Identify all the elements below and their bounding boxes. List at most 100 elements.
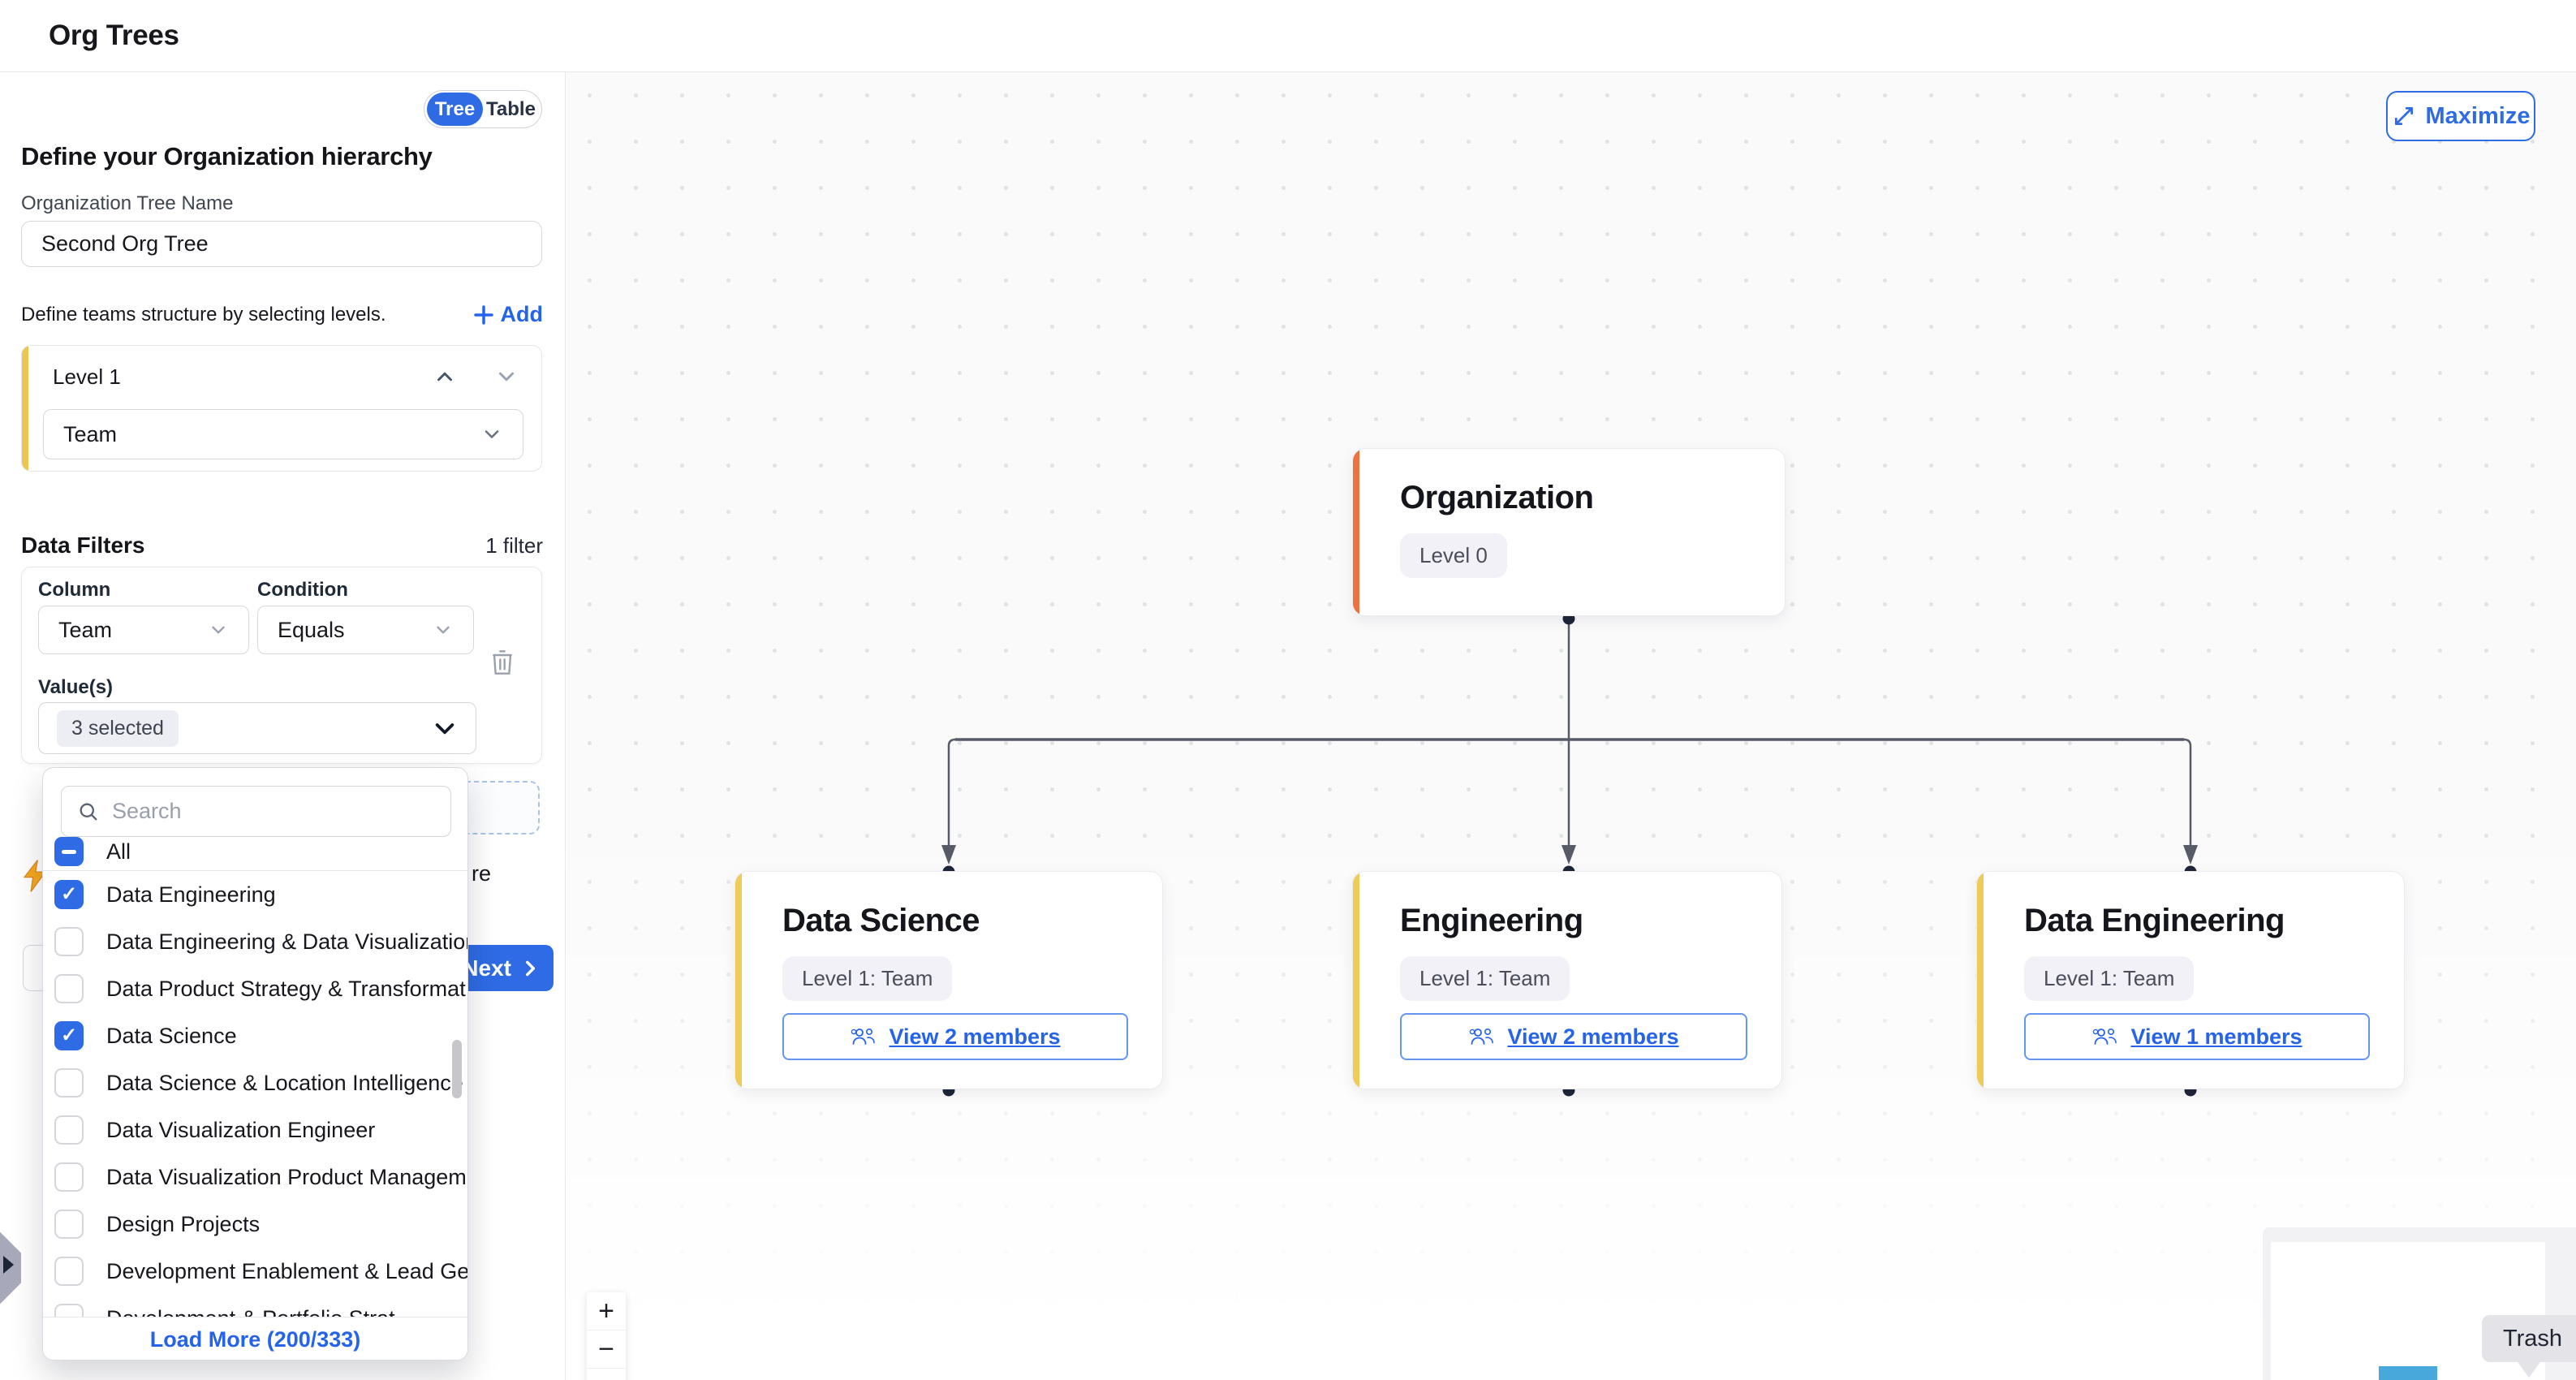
toggle-table[interactable]: Table	[486, 97, 536, 120]
checkbox-icon[interactable]	[54, 974, 84, 1003]
chevron-right-icon	[526, 960, 536, 976]
trash-icon	[493, 650, 512, 675]
view-members-button[interactable]: View 2 members	[782, 1013, 1128, 1060]
level-accent-bar	[22, 346, 28, 471]
values-label: Value(s)	[38, 676, 114, 698]
page-header: Org Trees	[0, 0, 2576, 72]
tree-canvas[interactable]: Maximize	[566, 72, 2576, 1380]
minimap-root-node	[2379, 1366, 2437, 1380]
level-type-value: Team	[63, 421, 118, 446]
scrollbar-thumb[interactable]	[452, 1040, 462, 1098]
data-filters-header: Data Filters 1 filter	[21, 533, 543, 558]
view-toggle[interactable]: Tree Table	[424, 90, 542, 128]
checkbox-icon[interactable]	[54, 1115, 84, 1145]
checkbox-icon[interactable]	[54, 1304, 84, 1317]
page-title: Org Trees	[49, 19, 179, 51]
maximize-icon	[2394, 106, 2413, 126]
option-row[interactable]: Data Product Strategy & Transformat...	[43, 965, 467, 1012]
filter-card: Column Condition Team Equals Value(s) 3 …	[21, 567, 542, 764]
lightning-icon	[21, 859, 49, 897]
node-level-badge: Level 1: Team	[782, 956, 953, 1001]
filter-count: 1 filter	[485, 533, 543, 558]
node-accent-bar	[1353, 872, 1359, 1089]
maximize-button[interactable]: Maximize	[2386, 91, 2535, 141]
column-select[interactable]: Team	[38, 606, 249, 654]
chevron-down-icon	[485, 430, 499, 438]
option-row[interactable]: Design Projects	[43, 1201, 467, 1248]
checkbox-icon[interactable]	[54, 1210, 84, 1239]
node-title: Organization	[1400, 480, 1594, 515]
chevron-up-icon[interactable]	[433, 364, 457, 389]
node-accent-bar	[1353, 449, 1359, 615]
checkbox-indeterminate-icon[interactable]	[54, 837, 84, 866]
search-input[interactable]	[61, 786, 451, 837]
option-row[interactable]: Development Enablement & Lead Ge...	[43, 1248, 467, 1295]
option-row[interactable]: Data Visualization Product Managem...	[43, 1154, 467, 1201]
node-level-badge: Level 1: Team	[2024, 956, 2195, 1001]
level-type-select[interactable]: Team	[43, 409, 523, 459]
data-filters-title: Data Filters	[21, 533, 145, 558]
members-icon	[2093, 1029, 2117, 1045]
condition-select[interactable]: Equals	[257, 606, 474, 654]
view-members-button[interactable]: View 1 members	[2024, 1013, 2370, 1060]
members-link[interactable]: View 2 members	[1507, 1024, 1679, 1049]
node-accent-bar	[735, 872, 742, 1089]
checkbox-icon[interactable]	[54, 1257, 84, 1286]
view-members-button[interactable]: View 2 members	[1400, 1013, 1747, 1060]
levels-hint-row: Define teams structure by selecting leve…	[21, 302, 543, 327]
node-title: Engineering	[1400, 903, 1583, 938]
levels-hint: Define teams structure by selecting leve…	[21, 303, 386, 326]
checkbox-icon[interactable]	[54, 927, 84, 956]
option-row[interactable]: Data Science & Location Intelligence	[43, 1059, 467, 1106]
node-title: Data Science	[782, 903, 980, 938]
column-label: Column	[38, 579, 111, 601]
members-link[interactable]: View 1 members	[2130, 1024, 2302, 1049]
plus-icon	[473, 304, 493, 325]
add-level-button[interactable]: Add	[473, 302, 543, 327]
options-list: Data Engineering Data Engineering & Data…	[43, 870, 467, 1317]
delete-filter-button[interactable]	[489, 647, 517, 678]
node-level-badge: Level 0	[1400, 533, 1507, 578]
load-more-link[interactable]: Load More (200/333)	[149, 1326, 361, 1352]
chevron-down-icon[interactable]	[494, 364, 519, 389]
node-data-engineering[interactable]: Data Engineering Level 1: Team View 1 me…	[1976, 871, 2405, 1089]
option-row[interactable]: Data Engineering	[43, 871, 467, 918]
members-icon	[851, 1029, 876, 1045]
trash-tooltip: Trash	[2482, 1315, 2576, 1362]
zoom-controls: + −	[587, 1292, 626, 1380]
tooltip-tail	[2516, 1360, 2542, 1378]
select-all-row[interactable]: All	[43, 833, 467, 870]
option-row[interactable]: Data Visualization Engineer	[43, 1106, 467, 1154]
zoom-out-button[interactable]: −	[587, 1330, 626, 1369]
members-link[interactable]: View 2 members	[889, 1024, 1061, 1049]
checkbox-icon[interactable]	[54, 1068, 84, 1098]
column-value: Team	[58, 617, 113, 642]
node-engineering[interactable]: Engineering Level 1: Team View 2 members	[1352, 871, 1782, 1089]
search-icon	[80, 803, 97, 821]
checkbox-icon[interactable]	[54, 1162, 84, 1192]
node-accent-bar	[1977, 872, 1984, 1089]
hierarchy-title: Define your Organization hierarchy	[21, 142, 433, 170]
values-dropdown-panel: All Data Engineering Data Engineering & …	[42, 767, 468, 1361]
node-organization[interactable]: Organization Level 0	[1352, 448, 1786, 616]
level-card: Level 1 Team	[21, 345, 542, 472]
chevron-down-icon	[437, 626, 450, 634]
values-select[interactable]: 3 selected	[38, 702, 476, 754]
select-all-label: All	[106, 839, 131, 864]
tree-name-input[interactable]	[21, 221, 542, 267]
option-row[interactable]: Development & Portfolio Strat...	[43, 1295, 467, 1317]
checkbox-checked-icon[interactable]	[54, 880, 84, 909]
toggle-tree[interactable]: Tree	[427, 93, 483, 126]
option-row[interactable]: Data Engineering & Data Visualization	[43, 918, 467, 965]
node-data-science[interactable]: Data Science Level 1: Team View 2 member…	[734, 871, 1163, 1089]
option-row[interactable]: Data Science	[43, 1012, 467, 1059]
chevron-down-icon	[212, 626, 225, 634]
tree-name-label: Organization Tree Name	[21, 192, 234, 214]
fit-view-button[interactable]	[587, 1369, 626, 1380]
node-level-badge: Level 1: Team	[1400, 956, 1570, 1001]
checkbox-checked-icon[interactable]	[54, 1021, 84, 1050]
zoom-in-button[interactable]: +	[587, 1292, 626, 1330]
tree-connectors	[941, 612, 2198, 1097]
level-title: Level 1	[53, 364, 121, 389]
condition-value: Equals	[278, 617, 345, 642]
